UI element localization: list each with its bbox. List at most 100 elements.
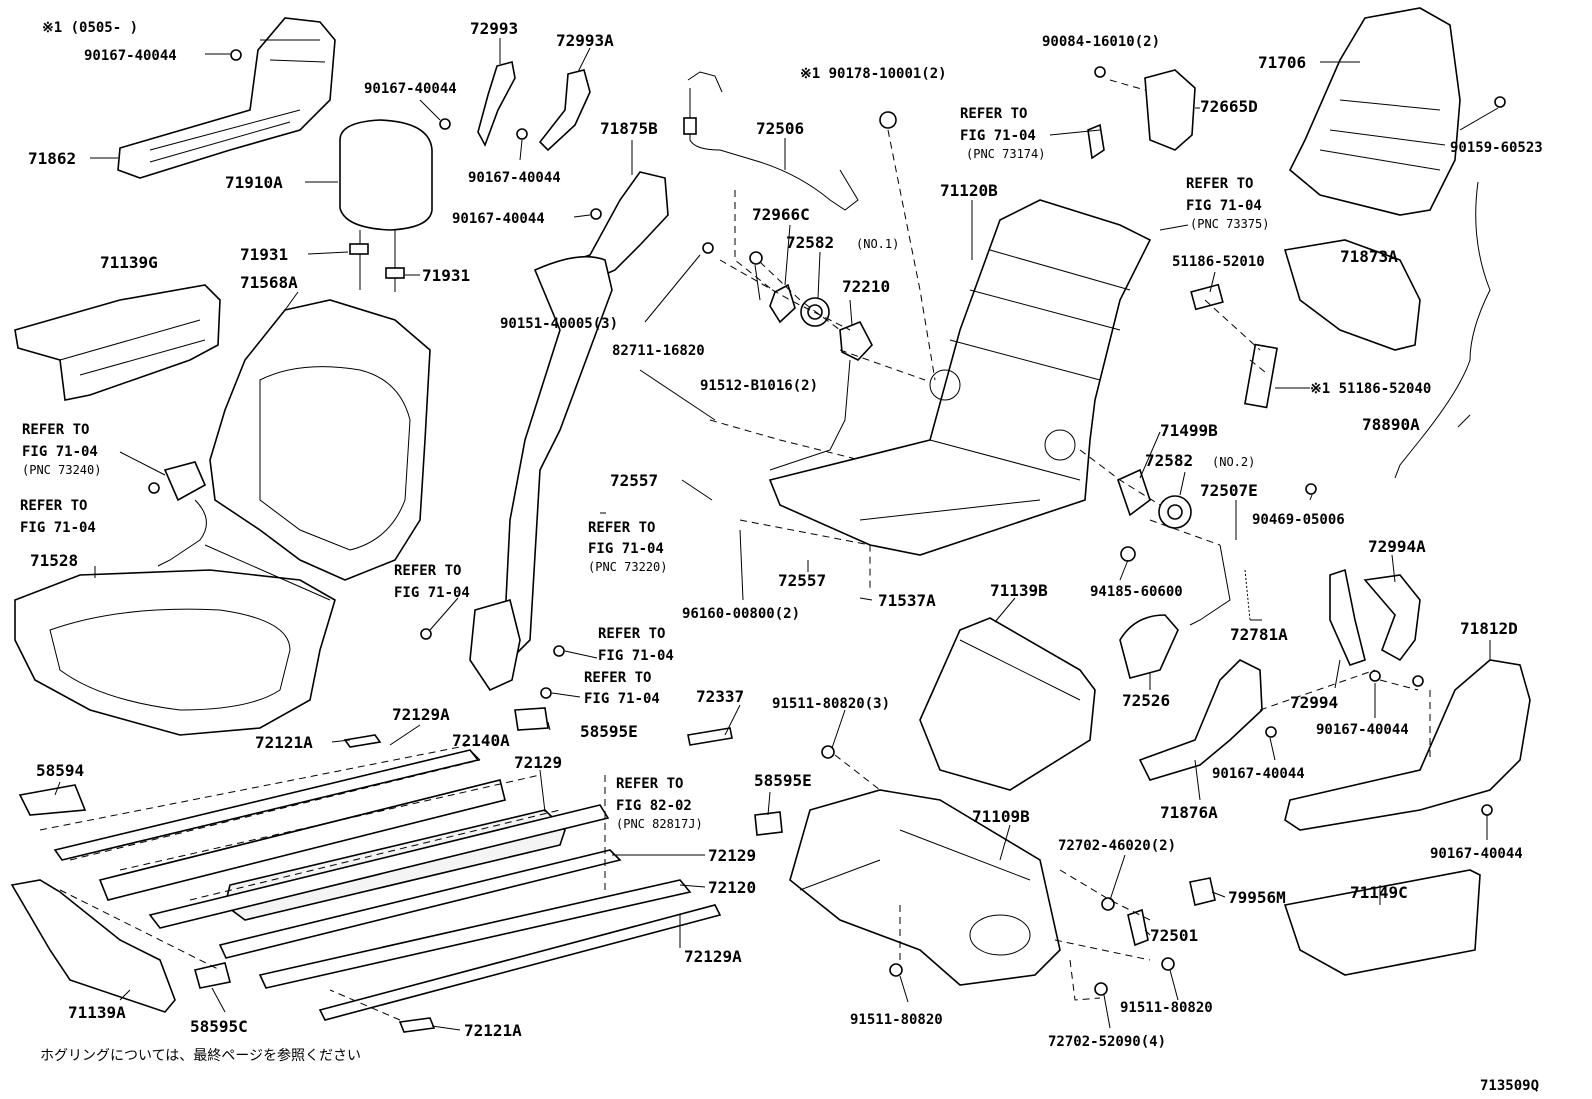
label-78890A: 78890A (1362, 415, 1420, 434)
refer-block-82817J: REFER TO FIG 82-02 (PNC 82817J) (616, 776, 703, 831)
svg-text:(PNC 82817J): (PNC 82817J) (616, 817, 703, 831)
label-71528: 71528 (30, 551, 78, 570)
svg-text:REFER TO: REFER TO (598, 626, 665, 642)
assembly-dashed-lines (39, 79, 1431, 1021)
part-51186-shapes (1190, 283, 1278, 409)
part-71873A-shape (1283, 239, 1421, 351)
part-71139B-shape (919, 617, 1096, 791)
label-51186-52040: ※1 51186-52040 (1310, 381, 1431, 397)
svg-text:FIG 71-04: FIG 71-04 (588, 541, 664, 557)
label-71120B: 71120B (940, 181, 998, 200)
label-91511-80820-3: 91511-80820(3) (772, 696, 890, 712)
label-72781A: 72781A (1230, 625, 1288, 644)
svg-text:REFER TO: REFER TO (616, 776, 683, 792)
diagram-id: 713509Q (1480, 1078, 1539, 1094)
part-labels: ※1 (0505- ) 71862 90167-40044 72993 7299… (20, 19, 1543, 1094)
svg-text:FIG 82-02: FIG 82-02 (616, 798, 692, 814)
label-72121A-b: 72121A (464, 1021, 522, 1040)
label-72557-b: 72557 (778, 571, 826, 590)
label-71875B: 71875B (600, 119, 658, 138)
label-58595E-a: 58595E (580, 722, 638, 741)
svg-text:REFER TO: REFER TO (584, 670, 651, 686)
svg-text:FIG 71-04: FIG 71-04 (584, 691, 660, 707)
note-bottom: ホグリングについては、最終ページを参照ください (40, 1047, 361, 1064)
refer-block-73220: REFER TO FIG 71-04 (PNC 73220) (588, 520, 667, 574)
refer-block-plain-3: REFER TO FIG 71-04 (598, 626, 674, 664)
label-90151: 90151-40005(3) (500, 316, 618, 332)
svg-text:REFER TO: REFER TO (1186, 176, 1253, 192)
label-58594: 58594 (36, 761, 84, 780)
label-72994A: 72994A (1368, 537, 1426, 556)
refer-block-plain-2: REFER TO FIG 71-04 (394, 563, 470, 601)
label-71862: 71862 (28, 149, 76, 168)
screw-bolt-icons (148, 49, 1506, 996)
label-90167-40044-g: 90167-40044 (1430, 846, 1523, 862)
label-90167-40044-c: 90167-40044 (468, 170, 561, 186)
label-58595C: 58595C (190, 1017, 248, 1036)
label-72120: 72120 (708, 878, 756, 897)
svg-text:REFER TO: REFER TO (22, 422, 89, 438)
label-71499B: 71499B (1160, 421, 1218, 440)
part-71706-shape (1289, 7, 1461, 216)
label-90159: 90159-60523 (1450, 140, 1543, 156)
label-91512: 91512-B1016(2) (700, 378, 818, 394)
label-72582-2: 72582 (1145, 451, 1193, 470)
note-top: ※1 (0505- ) (42, 20, 138, 36)
svg-text:REFER TO: REFER TO (588, 520, 655, 536)
label-71139A: 71139A (68, 1003, 126, 1022)
svg-text:REFER TO: REFER TO (960, 106, 1027, 122)
label-72993A: 72993A (556, 31, 614, 50)
label-71537A: 71537A (878, 591, 936, 610)
label-90167-40044-b: 90167-40044 (364, 81, 457, 97)
label-72129-b: 72129 (708, 846, 756, 865)
label-72210: 72210 (842, 277, 890, 296)
label-72121A-a: 72121A (255, 733, 313, 752)
label-72557-a: 72557 (610, 471, 658, 490)
svg-text:FIG 71-04: FIG 71-04 (960, 128, 1036, 144)
label-71931-a: 71931 (240, 245, 288, 264)
svg-text:REFER TO: REFER TO (394, 563, 461, 579)
refer-block-73240: REFER TO FIG 71-04 (PNC 73240) (22, 422, 101, 477)
label-72129A-b: 72129A (684, 947, 742, 966)
part-recliner-right (1117, 468, 1251, 626)
refer-block-73375: REFER TO FIG 71-04 (PNC 73375) (1186, 176, 1269, 231)
label-79956M: 79956M (1228, 888, 1286, 907)
part-71862-shape (117, 17, 336, 179)
label-71931-b: 71931 (422, 266, 470, 285)
svg-text:(PNC 73240): (PNC 73240) (22, 463, 101, 477)
part-72506-cable (683, 71, 859, 211)
label-90167-40044-f: 90167-40044 (1212, 766, 1305, 782)
part-78890A-cable (1394, 181, 1491, 479)
label-91511-80820-b: 91511-80820 (1120, 1000, 1213, 1016)
label-72994: 72994 (1290, 693, 1338, 712)
label-72702-46020: 72702-46020(2) (1058, 838, 1176, 854)
label-72507E: 72507E (1200, 481, 1258, 500)
part-belt-buckle-left (157, 461, 207, 567)
label-51186-52010: 51186-52010 (1172, 254, 1265, 270)
part-seat-rails (18, 707, 783, 1033)
label-72993: 72993 (470, 19, 518, 38)
part-72993-shape (477, 61, 591, 152)
label-71812D: 71812D (1460, 619, 1518, 638)
svg-text:(PNC 73375): (PNC 73375) (1190, 217, 1269, 231)
svg-text:FIG 71-04: FIG 71-04 (22, 444, 98, 460)
label-90469: 90469-05006 (1252, 512, 1345, 528)
label-72582-2-sub: (NO.2) (1212, 455, 1255, 469)
part-71120B-frame (768, 199, 1152, 556)
label-72129-a: 72129 (514, 753, 562, 772)
label-71139B: 71139B (990, 581, 1048, 600)
part-71528-cushion (14, 544, 336, 736)
refer-block-plain-1: REFER TO FIG 71-04 (20, 498, 96, 536)
label-90178: ※1 90178-10001(2) (800, 66, 947, 82)
label-72526: 72526 (1122, 691, 1170, 710)
part-seatbelt-center (469, 255, 613, 692)
label-71149C: 71149C (1350, 883, 1408, 902)
label-72337: 72337 (696, 687, 744, 706)
label-82711: 82711-16820 (612, 343, 705, 359)
part-71812D-shape (1284, 659, 1531, 831)
label-96160: 96160-00800(2) (682, 606, 800, 622)
label-90167-40044-d: 90167-40044 (452, 211, 545, 227)
svg-text:REFER TO: REFER TO (20, 498, 87, 514)
label-72582-1: 72582 (786, 233, 834, 252)
